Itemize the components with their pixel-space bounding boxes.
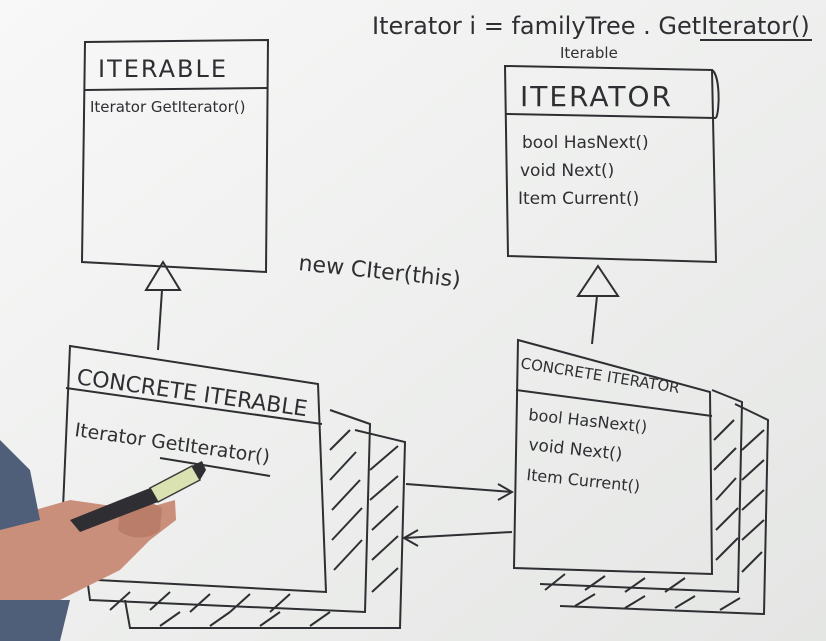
presenter-arm [0,440,176,641]
concrete-iterable-stack [58,344,407,629]
iterable-note: Iterable [560,44,618,62]
iterator-box [503,64,720,264]
iterator-method-1: bool HasNext() [522,133,649,153]
iterator-inheritance-arrow [576,264,620,345]
iterable-method: Iterator GetIterator() [90,98,245,116]
iterator-method-3: Item Current() [518,189,639,209]
shirt-sleeve [0,600,70,641]
marker-icon [70,461,206,532]
iterable-inheritance-arrow [144,260,182,351]
concrete-iterator-hatching [544,419,765,611]
iterable-box [80,38,270,274]
iterable-title: ITERABLE [98,55,228,83]
concrete-iterator-stack [512,338,770,616]
concrete-iterable-hatching [109,429,399,627]
iterator-method-2: void Next() [520,161,614,181]
top-code-line: Iterator i = familyTree . GetIterator() … [372,12,812,62]
top-code-text: Iterator i = familyTree . GetIterator() [372,12,810,40]
iterator-title: ITERATOR [520,80,673,113]
association-arrows [401,483,515,547]
